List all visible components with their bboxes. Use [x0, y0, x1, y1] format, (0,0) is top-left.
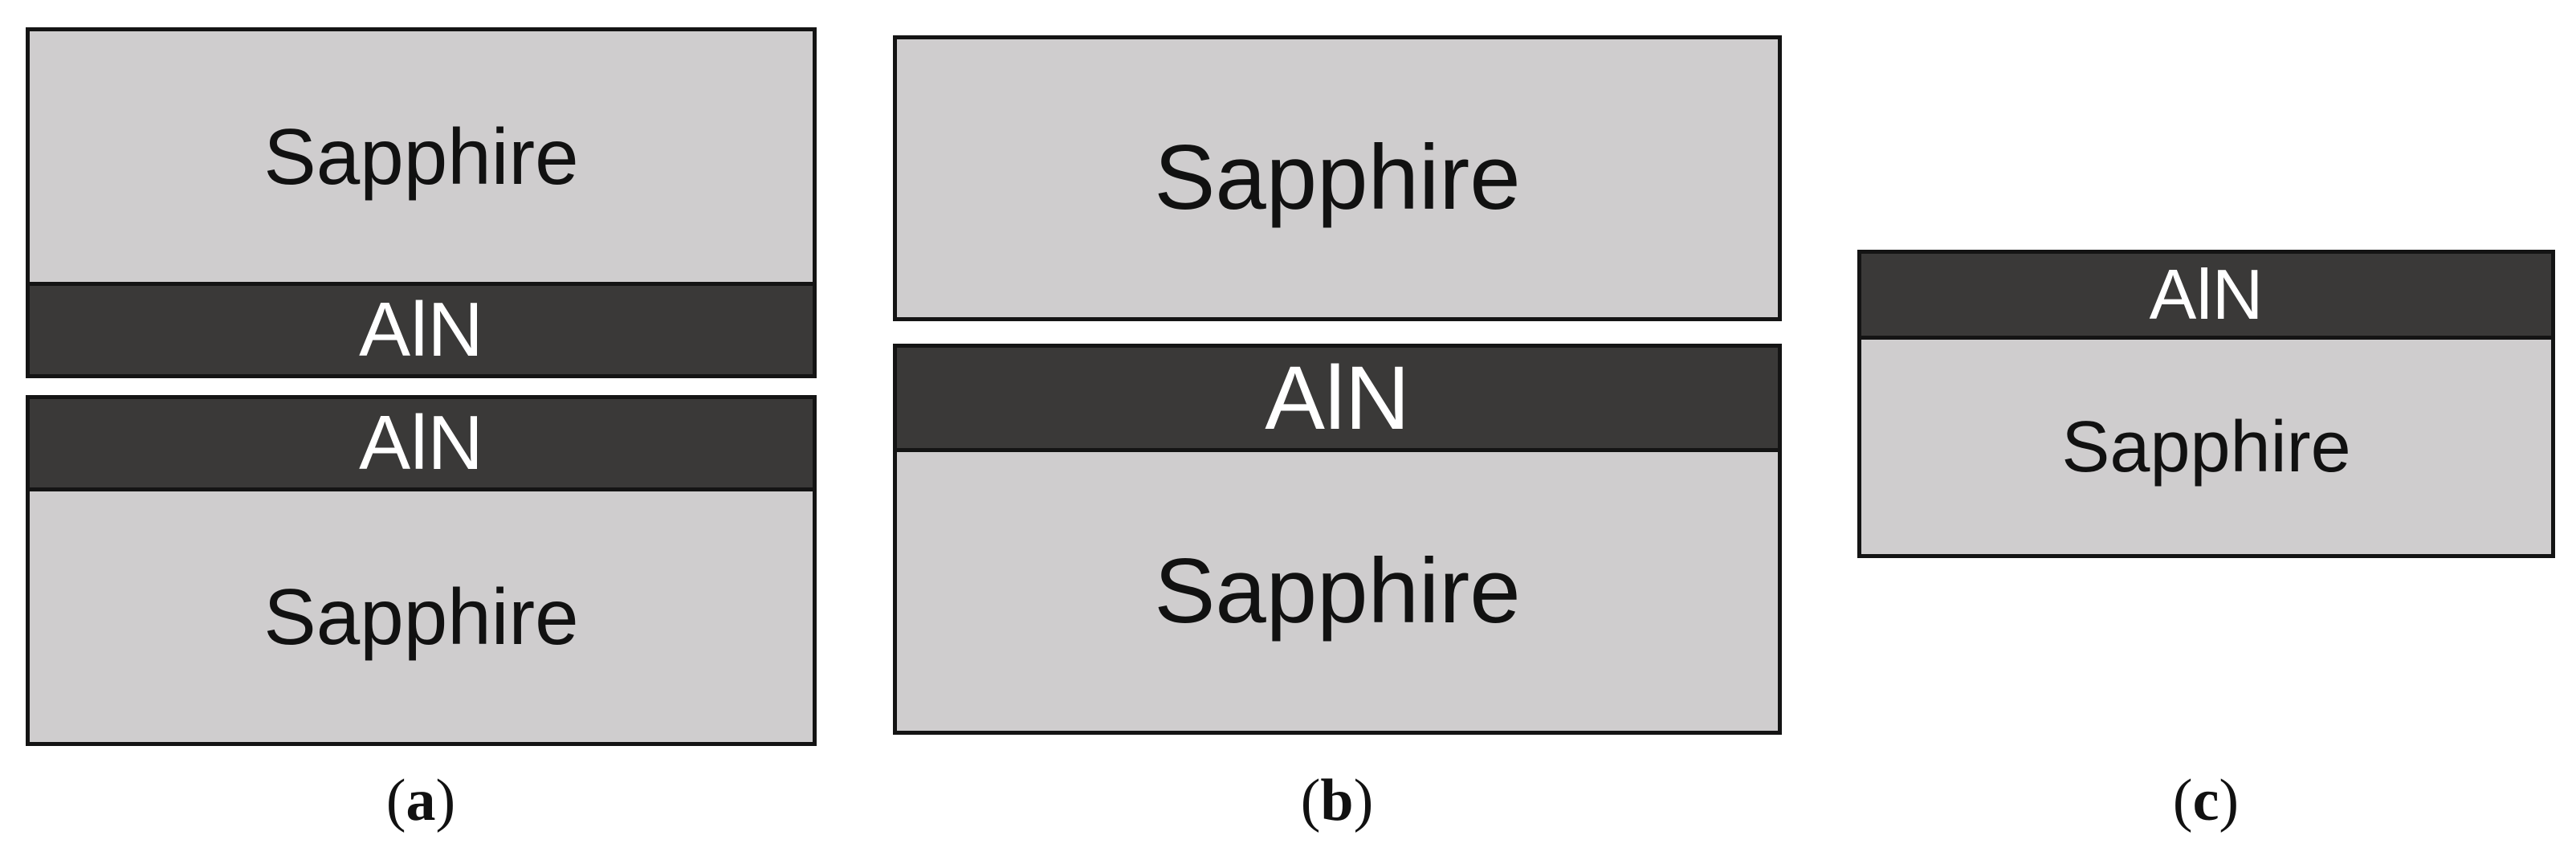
panel-c-sapphire-layer: Sapphire [1857, 336, 2555, 558]
panel-a-caption-open: ( [385, 768, 406, 834]
panel-a-caption-letter: a [406, 768, 436, 834]
panel-b-aln-label: AlN [1265, 347, 1410, 448]
panel-a-lower-sapphire-layer: Sapphire [26, 487, 817, 746]
panel-c-caption-letter: c [2192, 768, 2219, 834]
panel-b-caption: (b) [1257, 771, 1417, 830]
panel-b-caption-open: ( [1300, 768, 1321, 834]
panel-a-lower-sapphire-label: Sapphire [263, 573, 579, 661]
panel-a-upper-aln-layer: AlN [26, 282, 817, 378]
panel-a-upper-aln-label: AlN [359, 287, 483, 373]
panel-c-aln-layer: AlN [1857, 250, 2555, 340]
panel-c-caption-close: ) [2219, 768, 2240, 834]
panel-b-caption-letter: b [1320, 768, 1354, 834]
panel-a-lower-aln-layer: AlN [26, 395, 817, 491]
panel-c-aln-label: AlN [2149, 255, 2264, 334]
panel-b-lower-sapphire-label: Sapphire [1154, 540, 1521, 642]
panel-c-sapphire-label: Sapphire [2061, 406, 2351, 487]
panel-b-upper-sapphire-label: Sapphire [1154, 127, 1521, 229]
panel-b-lower-sapphire-layer: Sapphire [893, 448, 1782, 735]
panel-c-caption-open: ( [2172, 768, 2193, 834]
panel-a-upper-sapphire-layer: Sapphire [26, 27, 817, 286]
panel-a-caption: (a) [340, 771, 501, 830]
panel-b-aln-layer: AlN [893, 344, 1782, 452]
panel-a-upper-sapphire-label: Sapphire [263, 112, 579, 201]
panel-b-upper-sapphire-layer: Sapphire [893, 35, 1782, 321]
panel-c-caption: (c) [2126, 771, 2286, 830]
panel-b-caption-close: ) [1353, 768, 1374, 834]
panel-a-caption-close: ) [435, 768, 456, 834]
panel-a-lower-aln-label: AlN [359, 400, 483, 486]
